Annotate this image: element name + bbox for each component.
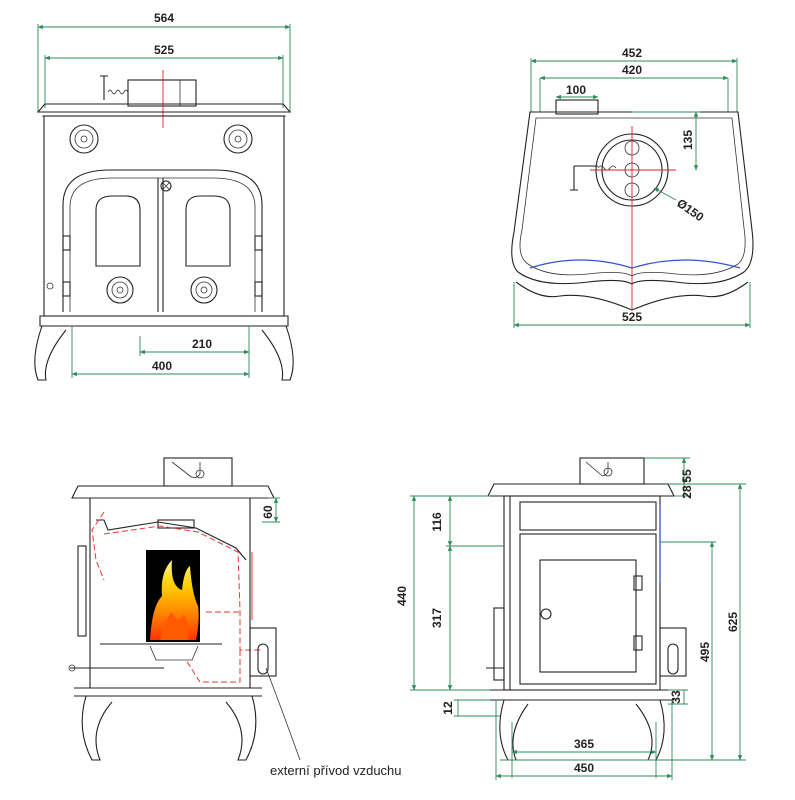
dim-12: 12: [441, 701, 455, 715]
annotation-external-air-supply: externí přívod vzduchu: [270, 763, 402, 778]
section-leg-left: [81, 695, 113, 761]
dim-317: 317: [430, 608, 444, 628]
dim-60: 60: [261, 505, 275, 519]
door-frame: [62, 169, 263, 312]
door-rosette-right: [190, 276, 218, 304]
dim-135: 135: [681, 130, 695, 150]
upper-panel: [519, 501, 657, 531]
dim-400: 400: [152, 359, 172, 373]
section-flue: [163, 457, 233, 487]
dim-452: 452: [622, 46, 642, 60]
section-view: 60 externí přívod vzduchu: [68, 457, 402, 778]
dim-150-diameter: Ø150: [674, 196, 706, 224]
dim-55: 55: [680, 469, 694, 483]
top-view: 452 420 100 135 Ø150: [511, 46, 754, 328]
side-leg-front: [499, 699, 529, 761]
air-vent-rosette-left: [69, 124, 99, 154]
section-leg-right: [225, 695, 257, 761]
dim-33: 33: [669, 690, 683, 704]
side-door: [539, 559, 637, 673]
dim-420: 420: [622, 63, 642, 77]
dim-525: 525: [154, 43, 174, 57]
door-rosette-left: [106, 276, 134, 304]
dim-564: 564: [154, 11, 174, 25]
side-view: 55 28 116 317 440 12 495 625 33: [395, 457, 746, 780]
dim-495: 495: [698, 642, 712, 662]
dim-116: 116: [430, 512, 444, 532]
dim-440: 440: [395, 586, 409, 606]
dim-525-bottom: 525: [622, 310, 642, 324]
damper-lever: [570, 165, 598, 191]
base-plinth: [39, 315, 289, 327]
dim-625: 625: [726, 612, 740, 632]
stove-body: [43, 115, 285, 317]
leg-right: [261, 325, 294, 381]
top-plate: [36, 103, 292, 113]
dim-210: 210: [192, 337, 212, 351]
leg-left: [34, 325, 67, 381]
dim-100: 100: [566, 83, 586, 97]
side-door-frame: [519, 533, 657, 685]
side-leg-rear: [635, 699, 665, 761]
flue-collar: [127, 79, 197, 107]
external-air-inlet: [249, 627, 277, 677]
door-window-left: [95, 195, 141, 267]
air-vent-rosette-right: [223, 124, 253, 154]
side-body: [503, 495, 661, 691]
dim-450: 450: [574, 761, 594, 775]
rear-flue-stub: [555, 99, 599, 115]
dim-365: 365: [574, 737, 594, 751]
dim-28: 28: [680, 485, 694, 499]
front-view: 564 525: [34, 11, 294, 381]
door-latch-knob: [160, 180, 172, 192]
door-window-right: [185, 195, 231, 267]
